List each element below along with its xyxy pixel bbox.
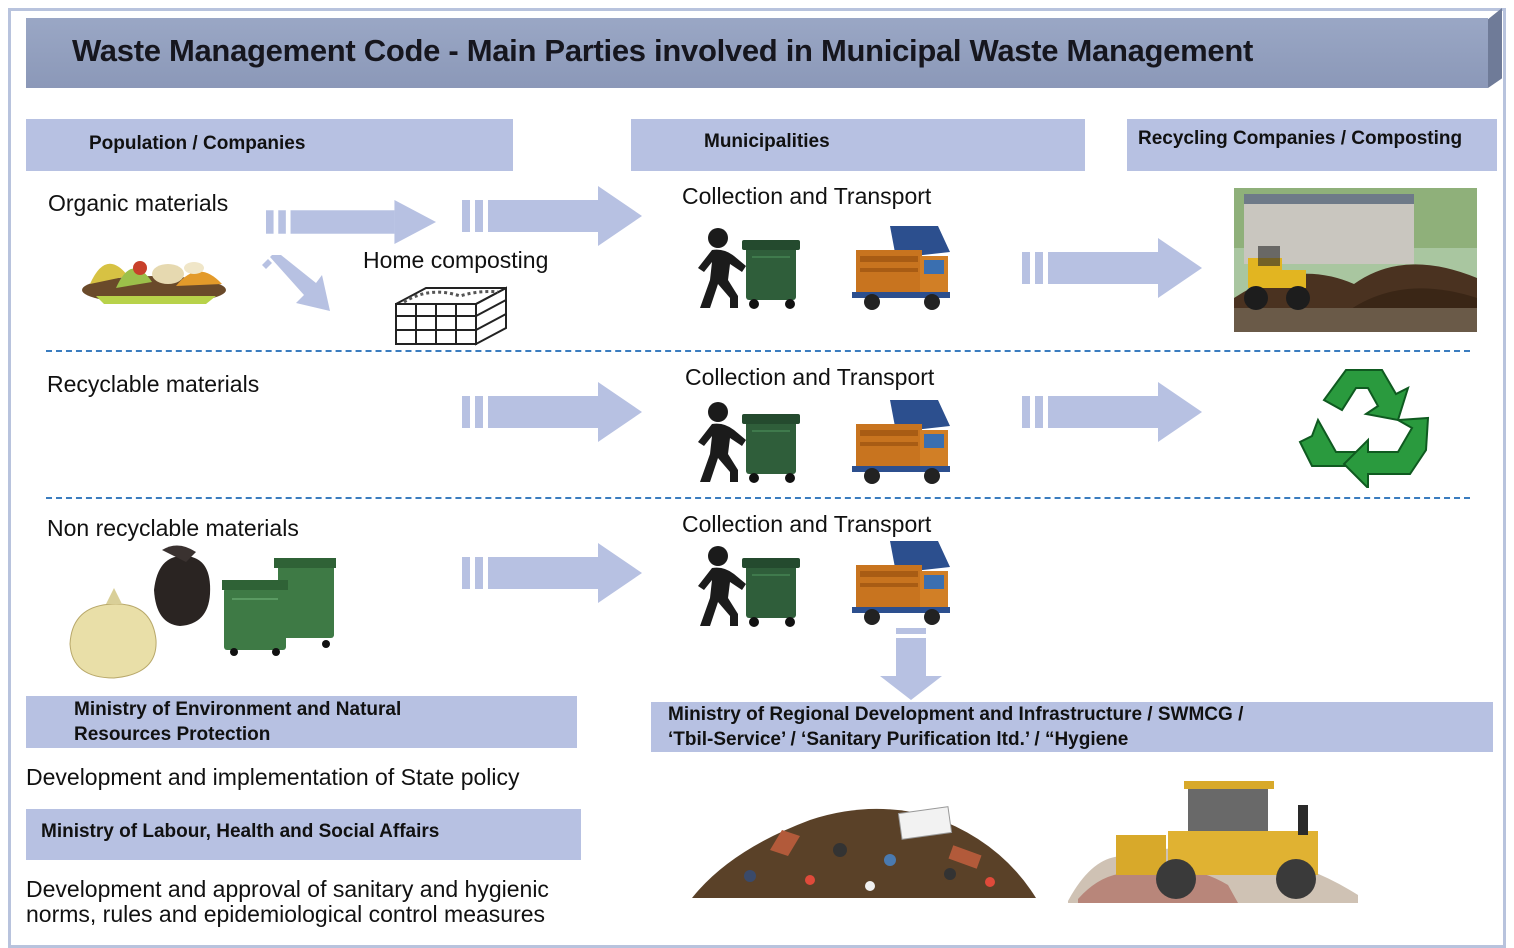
ministry-environment-line1: Ministry of Environment and Natural (74, 699, 402, 720)
header-municipalities-label: Municipalities (704, 131, 830, 152)
collection-transport-label-1: Collection and Transport (682, 183, 932, 209)
compost-loader-photo (1234, 188, 1477, 332)
arrow-to-composting (1022, 238, 1202, 298)
arrow-diagonal-to-compost (262, 255, 330, 311)
person-pushing-bin-icon (694, 222, 804, 312)
ministry-labour-description-1: Development and approval of sanitary and… (26, 876, 549, 902)
ministry-regional-line2: ‘Tbil-Service’ / ‘Sanitary Purification … (668, 729, 1129, 750)
person-pushing-bin-icon (694, 396, 804, 486)
collection-transport-label-2: Collection and Transport (685, 364, 935, 390)
title-banner (26, 18, 1488, 88)
ministry-environment-box: Ministry of Environment and Natural Reso… (26, 696, 577, 748)
ministry-environment-description: Development and implementation of State … (26, 764, 520, 790)
title-banner-bevel (1488, 8, 1502, 88)
compost-box-icon (395, 286, 507, 346)
row-label-non-recyclable: Non recyclable materials (47, 515, 299, 541)
wheelie-bins-icon (222, 558, 336, 656)
garbage-bags-icon (69, 545, 211, 679)
header-municipalities: Municipalities (631, 119, 1085, 171)
page-title: Waste Management Code - Main Parties inv… (72, 33, 1253, 68)
row-label-recyclable: Recyclable materials (47, 371, 260, 397)
ministry-labour-description-2: norms, rules and epidemiological control… (26, 901, 546, 927)
home-composting-label: Home composting (363, 247, 549, 273)
row-label-organic: Organic materials (48, 190, 229, 216)
ministry-regional-line1: Ministry of Regional Development and Inf… (668, 704, 1244, 725)
organic-waste-icon (82, 261, 226, 304)
arrow-to-home-composting (266, 200, 436, 244)
ministry-labour-name: Ministry of Labour, Health and Social Af… (41, 821, 440, 842)
header-population-label: Population / Companies (89, 133, 306, 154)
row-divider-2 (46, 497, 1470, 499)
arrow-nonrecyclable-to-collection (462, 543, 642, 603)
ministry-regional-box: Ministry of Regional Development and Inf… (651, 702, 1493, 752)
recycle-icon (1298, 369, 1430, 488)
header-recycling-label: Recycling Companies / Composting (1138, 128, 1463, 149)
landfill-icon (692, 806, 1036, 898)
arrow-to-recycling (1022, 382, 1202, 442)
collection-transport-label-3: Collection and Transport (682, 511, 932, 537)
ministry-labour-box: Ministry of Labour, Health and Social Af… (26, 809, 581, 860)
arrow-recyclable-to-collection (462, 382, 642, 442)
garbage-truck-icon (852, 396, 952, 486)
row-divider-1 (46, 350, 1470, 352)
ministry-environment-line2: Resources Protection (74, 724, 271, 745)
landfill-compactor-icon (1068, 781, 1358, 903)
person-pushing-bin-icon (694, 540, 804, 630)
arrow-down-to-ministry (880, 628, 942, 700)
header-recycling: Recycling Companies / Composting (1127, 119, 1497, 171)
header-population: Population / Companies (26, 119, 513, 171)
arrow-organic-to-collection (462, 186, 642, 246)
garbage-truck-icon (852, 537, 952, 627)
garbage-truck-icon (852, 222, 952, 312)
